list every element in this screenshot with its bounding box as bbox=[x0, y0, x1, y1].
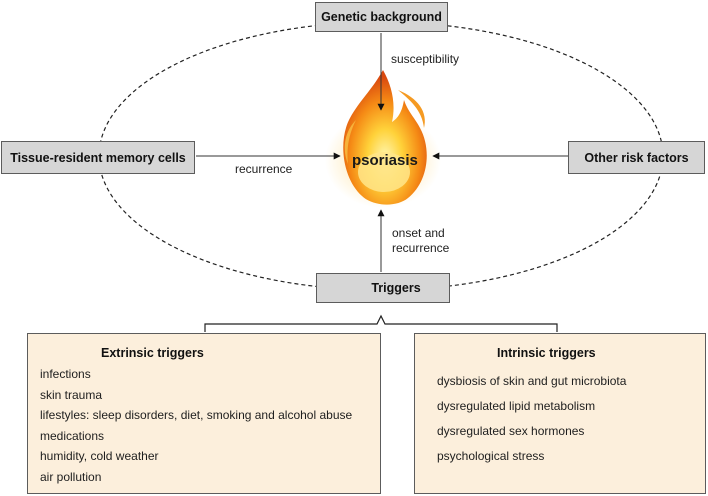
list-item: medications bbox=[40, 428, 105, 443]
list-item: dysregulated lipid metabolism bbox=[437, 399, 596, 413]
list-item: lifestyles: sleep disorders, diet, smoki… bbox=[40, 408, 353, 423]
flame-icon bbox=[325, 70, 441, 208]
other-risk-factors-node: Other risk factors bbox=[568, 141, 705, 174]
extrinsic-triggers-list: infections skin trauma lifestyles: sleep… bbox=[40, 367, 352, 491]
psoriasis-label: psoriasis bbox=[352, 152, 418, 169]
genetic-background-node: Genetic background bbox=[315, 2, 448, 32]
triggers-node: Triggers bbox=[316, 273, 450, 303]
intrinsic-triggers-panel: Intrinsic triggers dysbiosis of skin and… bbox=[414, 333, 706, 494]
list-item: dysregulated sex hormones bbox=[437, 424, 585, 438]
recurrence-label: recurrence bbox=[235, 162, 293, 176]
tissue-resident-memory-cells-label: Tissue-resident memory cells bbox=[10, 150, 186, 165]
list-item: skin trauma bbox=[40, 387, 103, 402]
extrinsic-triggers-panel: Extrinsic triggers infections skin traum… bbox=[27, 333, 381, 494]
genetic-background-label: Genetic background bbox=[321, 10, 442, 24]
list-item: infections bbox=[40, 367, 91, 381]
intrinsic-triggers-title: Intrinsic triggers bbox=[497, 346, 596, 360]
list-item: psychological stress bbox=[437, 449, 545, 463]
list-item: dysbiosis of skin and gut microbiota bbox=[437, 374, 627, 388]
extrinsic-triggers-title: Extrinsic triggers bbox=[101, 346, 204, 360]
intrinsic-triggers-list: dysbiosis of skin and gut microbiota dys… bbox=[437, 374, 626, 474]
list-item: air pollution bbox=[40, 469, 102, 484]
list-item: humidity, cold weather bbox=[40, 449, 159, 464]
triggers-label: Triggers bbox=[371, 281, 421, 295]
onset-recurrence-label-line1: onset and bbox=[392, 226, 445, 240]
tissue-resident-memory-cells-node: Tissue-resident memory cells bbox=[1, 141, 195, 174]
onset-recurrence-label-line2: recurrence bbox=[392, 241, 450, 255]
split-brace bbox=[204, 314, 558, 332]
susceptibility-label: susceptibility bbox=[391, 52, 460, 66]
other-risk-factors-label: Other risk factors bbox=[584, 150, 689, 165]
